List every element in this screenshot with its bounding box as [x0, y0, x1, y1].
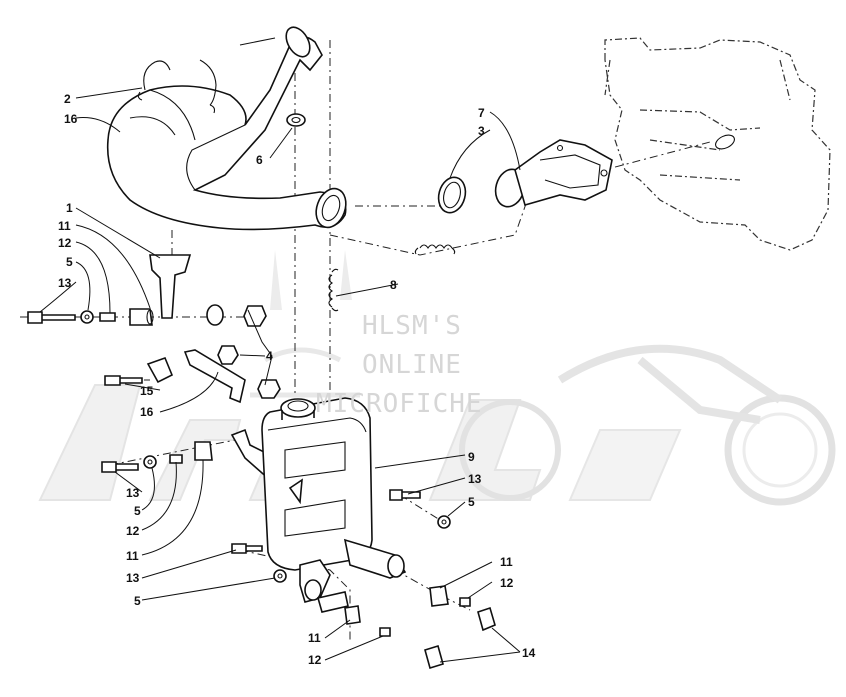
callout-5-right: 5: [468, 495, 475, 509]
callout-16: 16: [140, 405, 154, 419]
hardware-right: [231, 489, 496, 670]
bracket-arm: [104, 349, 246, 404]
callout-11-right: 11: [500, 555, 513, 569]
callout-1: 1: [66, 201, 73, 215]
watermark-line-3: MICROFICHE: [316, 389, 483, 419]
callout-3: 3: [478, 124, 485, 138]
callout-7: 7: [478, 106, 485, 120]
callout-14: 14: [522, 646, 536, 660]
hardware-row-middle: [101, 428, 280, 481]
callout-labels: 2 16 6 7 3 1 11 12 5 13 8 4 15 16 9 13 5…: [58, 92, 536, 667]
callout-4: 4: [266, 349, 273, 363]
callout-8: 8: [390, 278, 397, 292]
leader-lines: [39, 87, 521, 663]
bracket: [149, 254, 192, 319]
callout-10: 9: [468, 450, 475, 464]
watermark-line-2: ONLINE: [362, 350, 462, 380]
callout-9: 16: [64, 112, 78, 126]
watermark-text: HLSM'S ONLINE MICROFICHE: [316, 311, 483, 419]
callout-5-lower: 5: [134, 594, 141, 608]
manifold-assembly: [437, 139, 613, 214]
grommet: [286, 113, 306, 127]
callout-2: 2: [64, 92, 71, 106]
callout-5-mid: 5: [134, 504, 141, 518]
callout-13-right: 13: [468, 472, 482, 486]
callout-13-lower: 13: [126, 571, 140, 585]
hardware-row-upper: [27, 304, 281, 399]
exhaust-springs: [137, 59, 217, 114]
callout-12-upper: 12: [58, 236, 72, 250]
springs: [328, 244, 456, 312]
watermark-line-1: HLSM'S: [362, 311, 462, 341]
callout-11-upper: 11: [58, 219, 71, 233]
exhaust-pipe: [106, 26, 347, 231]
callout-12-mid: 12: [126, 524, 140, 538]
callout-13-mid: 13: [126, 486, 140, 500]
silencer: [261, 397, 407, 613]
callout-11-mid: 11: [126, 549, 139, 563]
callout-5-upper: 5: [66, 255, 73, 269]
callout-12-right: 12: [500, 576, 514, 590]
callout-6: 6: [256, 153, 263, 167]
engine-outline: [604, 37, 831, 251]
callout-15: 15: [140, 384, 154, 398]
callout-12-bottom: 12: [308, 653, 322, 667]
callout-13-upper: 13: [58, 276, 72, 290]
callout-11-bottom: 11: [308, 631, 321, 645]
